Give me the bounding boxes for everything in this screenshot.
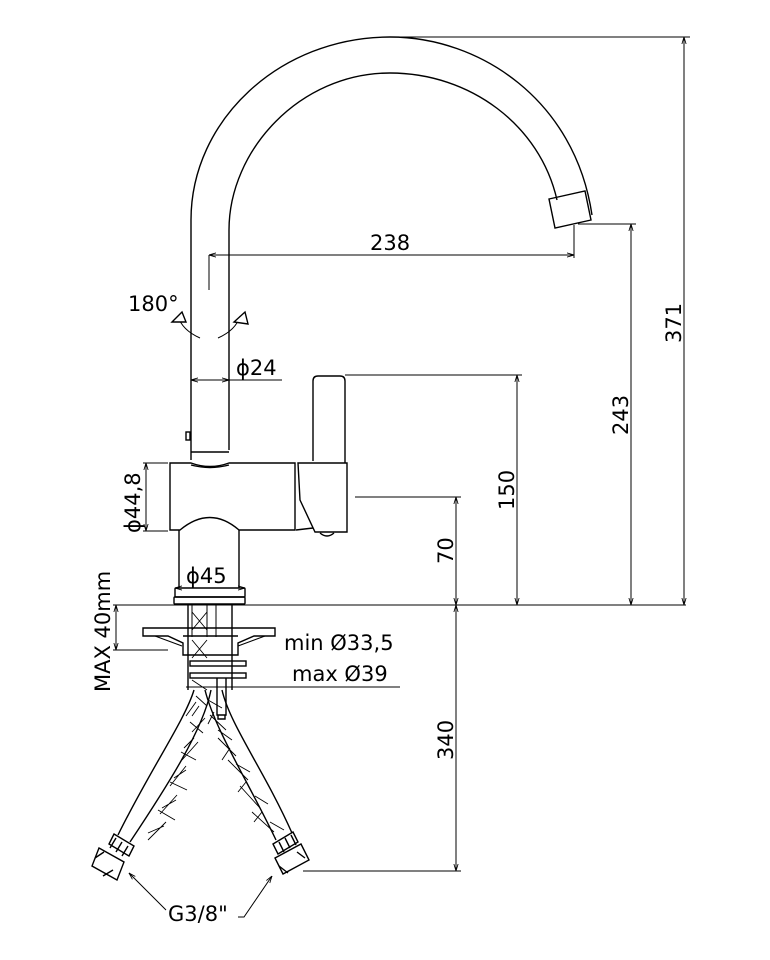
mixer-body <box>169 375 348 537</box>
dimension-body-diameter <box>143 462 168 532</box>
mounting-kit <box>142 605 276 720</box>
dim-label-hole-min: min Ø33,5 <box>284 631 394 655</box>
dim-label-thread: G3/8" <box>168 902 228 926</box>
dimension-deck-thickness <box>113 605 168 651</box>
spout <box>185 36 593 469</box>
dimension-hose-length <box>303 605 461 872</box>
rotation-arrow-left-icon <box>170 310 188 323</box>
dimension-outlet-height <box>578 223 636 605</box>
flexible-hose-right <box>204 689 310 875</box>
dim-label-150: 150 <box>495 470 519 510</box>
dim-label-base-diameter: ϕ45 <box>186 564 227 588</box>
dim-label-371: 371 <box>662 303 686 343</box>
rotation-label: 180° <box>128 292 179 316</box>
dim-label-spout-diameter: ϕ24 <box>236 356 277 380</box>
dim-label-340: 340 <box>434 720 458 760</box>
thread-callout <box>129 873 272 918</box>
dim-label-243: 243 <box>609 395 633 435</box>
dim-label-body-diameter: ϕ44,8 <box>121 472 145 533</box>
rotation-arrow-right-icon <box>232 310 249 325</box>
flexible-hose-left <box>91 689 212 882</box>
dim-label-238: 238 <box>370 231 410 255</box>
rotation-indicator <box>170 310 249 339</box>
dimension-spout-reach <box>208 225 575 290</box>
dim-label-70: 70 <box>434 537 458 564</box>
dimension-overall-height <box>390 36 690 605</box>
dim-label-max-deck: MAX 40mm <box>91 571 115 692</box>
dimension-lever-height <box>345 374 522 605</box>
dim-label-hole-max: max Ø39 <box>292 662 388 686</box>
dimension-body-height <box>355 496 461 605</box>
